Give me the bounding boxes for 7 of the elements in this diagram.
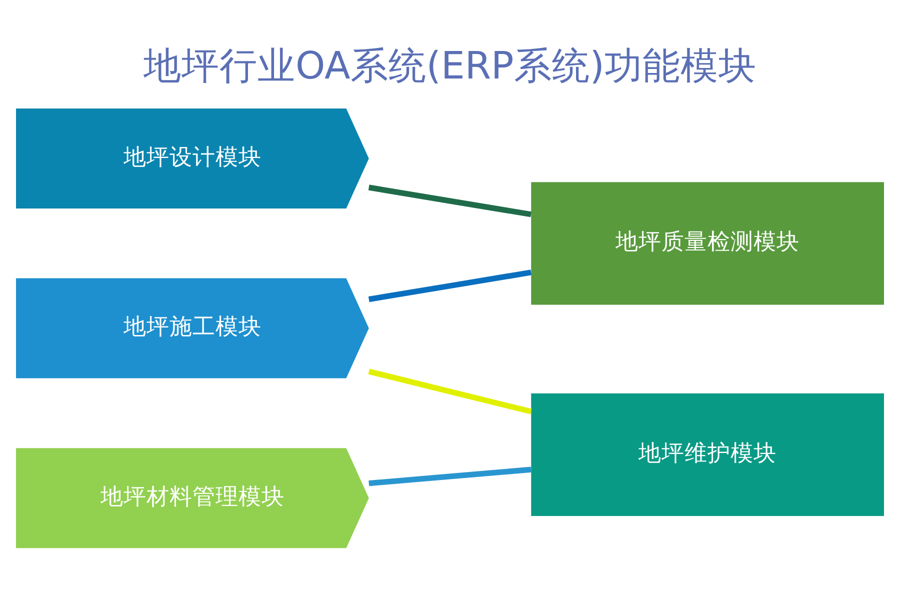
diagram-title: 地坪行业OA系统(ERP系统)功能模块 bbox=[143, 43, 757, 88]
connector bbox=[368, 270, 532, 302]
connector bbox=[368, 184, 532, 218]
connector bbox=[368, 368, 532, 414]
connector bbox=[368, 466, 532, 486]
node-box: 地坪维护模块 bbox=[531, 393, 884, 516]
node-box: 地坪质量检测模块 bbox=[531, 182, 884, 305]
